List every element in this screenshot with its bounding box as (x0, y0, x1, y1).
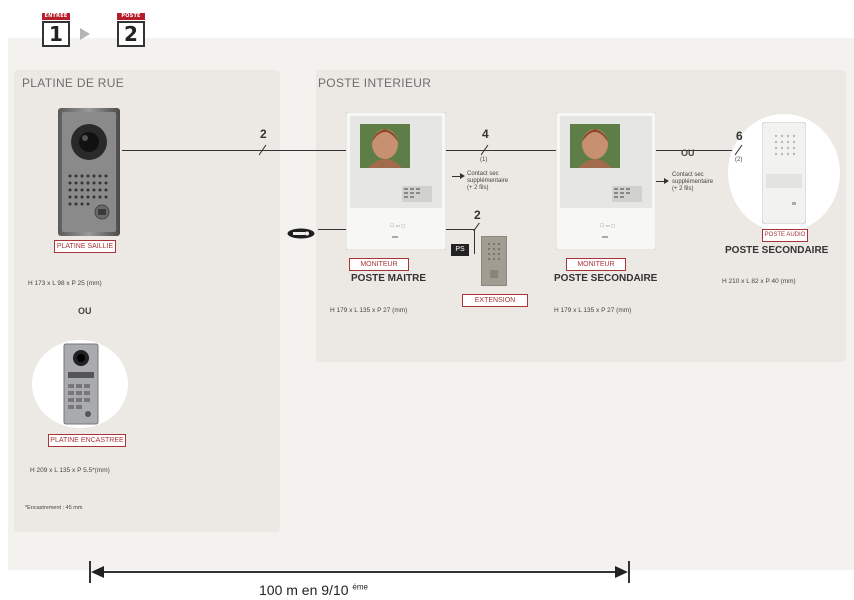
audio-post-label: POSTE AUDIO (762, 229, 808, 242)
door-release-icon (287, 224, 315, 239)
contact1-line-3: (+ 2 fils) (467, 185, 489, 191)
master-monitor-label: MONITEUR (349, 258, 409, 271)
platine-saillie-dims: H 173 x L 98 x P 25 (mm) (28, 280, 102, 287)
extension-label: EXTENSION (462, 294, 528, 307)
arrow-left-icon (91, 566, 104, 578)
wire-street-to-master (122, 150, 346, 151)
arrow-right-icon (460, 173, 465, 179)
distance-superscript: éme (352, 582, 368, 592)
platine-encastree-image (30, 338, 130, 430)
wire-door-to-master (318, 229, 346, 230)
wire-count-master-secondary: 4 (482, 127, 489, 141)
ps-badge: PS (451, 244, 469, 256)
wire-master-to-secondary (446, 150, 556, 151)
platine-encastree-dims: H 209 x L 135 x P 5.5*(mm) (30, 467, 110, 474)
wire-contact2-arrow (656, 181, 666, 182)
wire-count-master-extension: 2 (474, 208, 481, 222)
contact1-line-1: Contact sec (467, 171, 499, 177)
street-panel (14, 70, 280, 532)
contact2-line-1: Contact sec (672, 172, 704, 178)
platine-saillie-label: PLATINE SAILLIE (54, 240, 116, 253)
secondary-monitor-dims: H 179 x L 135 x P 27 (mm) (554, 307, 632, 314)
wire-master-ext-v (474, 229, 475, 254)
secondary-monitor-title: POSTE SECONDAIRE (554, 273, 658, 284)
note-mark-2: (2) (735, 157, 743, 163)
encastrement-note: *Encastrement : 45 mm (25, 505, 83, 511)
distance-line (96, 571, 622, 573)
platine-encastree-label: PLATINE ENCASTREE (48, 434, 126, 447)
note-mark-1: (1) (480, 157, 488, 163)
street-ou: OU (78, 306, 92, 316)
step-1-badge: 1 (42, 21, 70, 47)
wire-secondary-to-audio (656, 150, 760, 151)
wire-count-street-master: 2 (260, 127, 267, 141)
step-2-label: POSTE (117, 13, 145, 20)
platine-saillie-image (56, 108, 122, 236)
contact2-line-2: supplémentaire (672, 179, 714, 185)
audio-post-image (761, 121, 807, 225)
street-title: PLATINE DE RUE (22, 76, 124, 90)
secondary-monitor-image: ☐ ▭ ◻ (555, 111, 657, 251)
distance-tick-left (89, 561, 91, 583)
master-monitor-title: POSTE MAITRE (351, 273, 427, 284)
arrow-right-icon (664, 178, 669, 184)
step-2-badge: 2 (117, 21, 145, 47)
wire-count-secondary-audio: 6 (736, 129, 743, 143)
wire-contact1-arrow (452, 176, 462, 177)
master-monitor-dims: H 179 x L 135 x P 27 (mm) (330, 307, 408, 314)
interior-ou: OU (681, 148, 695, 158)
arrow-right-icon (615, 566, 628, 578)
extension-image (480, 235, 508, 287)
master-monitor-image: ☐ ▭ ◻ (345, 111, 447, 251)
distance-value: 100 m en 9/10 (259, 582, 349, 598)
wire-master-ext-h (446, 229, 474, 230)
interior-title: POSTE INTERIEUR (318, 76, 432, 90)
distance-label: 100 m en 9/10 éme (259, 582, 368, 598)
secondary-monitor-label: MONITEUR (566, 258, 626, 271)
distance-tick-right (628, 561, 630, 583)
contact2-line-3: (+ 2 fils) (672, 186, 694, 192)
step-1-label: ENTREE (42, 13, 70, 20)
svg-text:☐ ▭ ◻: ☐ ▭ ◻ (390, 223, 405, 229)
audio-post-dims: H 210 x L 82 x P 40 (mm) (722, 278, 796, 285)
svg-text:☐ ▭ ◻: ☐ ▭ ◻ (600, 223, 615, 229)
contact1-line-2: supplémentaire (467, 178, 509, 184)
audio-post-title: POSTE SECONDAIRE (725, 245, 829, 256)
arrow-right-icon (80, 28, 90, 40)
